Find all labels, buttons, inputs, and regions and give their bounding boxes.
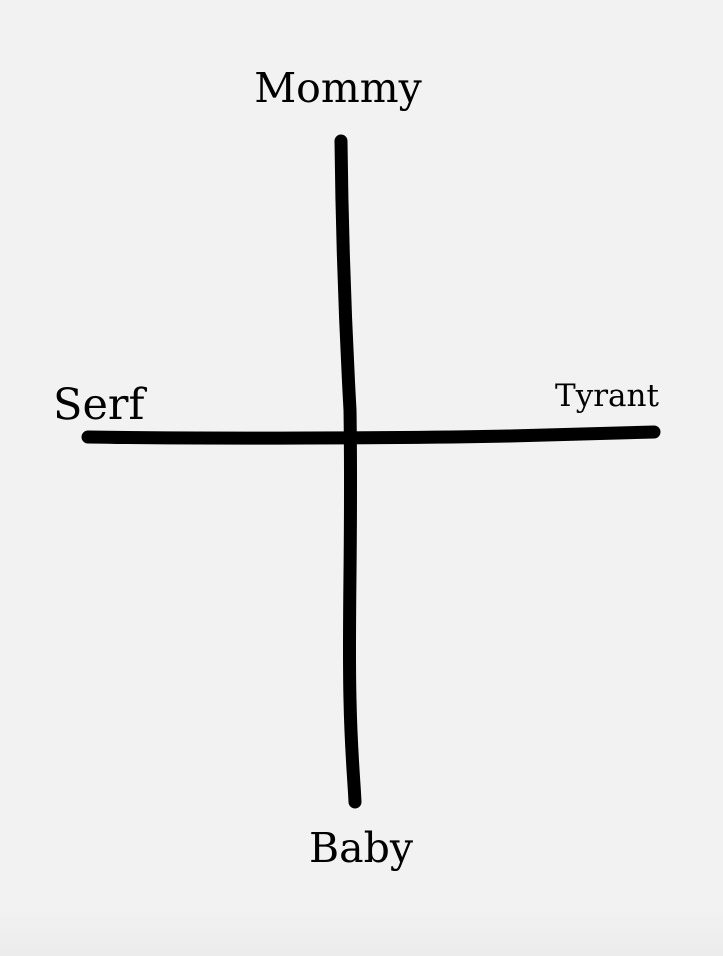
label-mommy: Mommy — [254, 64, 422, 112]
label-serf: Serf — [53, 380, 147, 430]
horizontal-axis-line — [81, 425, 661, 445]
bottom-shadow — [0, 906, 723, 956]
label-baby: Baby — [309, 824, 414, 872]
label-tyrant: Tyrant — [555, 378, 659, 414]
vertical-axis-line — [334, 134, 362, 809]
